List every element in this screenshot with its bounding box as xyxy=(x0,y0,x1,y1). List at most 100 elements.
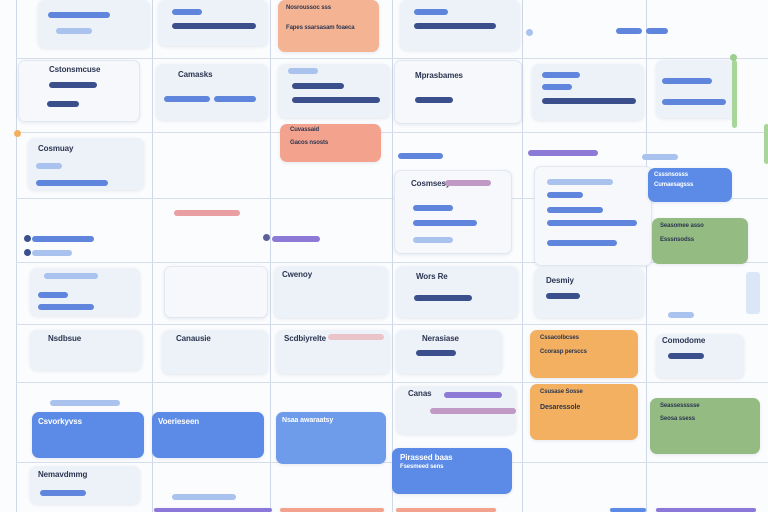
task-card[interactable] xyxy=(38,0,150,48)
task-card[interactable]: Canausie xyxy=(162,330,268,374)
task-card-salmon[interactable]: Cuvassaid Gacos nsosts xyxy=(280,124,381,162)
card-title: Seasomee asso xyxy=(660,223,704,229)
card-subtitle: Ccorasp persccs xyxy=(540,349,587,355)
card-title: Mprasbames xyxy=(415,71,463,80)
timeline-bar xyxy=(172,494,236,500)
grid-line xyxy=(16,58,768,59)
card-title: Nemavdmmg xyxy=(38,470,88,479)
task-card-blue[interactable]: Pirassed baas Fsesmeed sens xyxy=(392,448,512,494)
task-card[interactable] xyxy=(164,266,268,318)
task-card[interactable]: Scdbiyrelte xyxy=(276,330,390,374)
card-title: Seassessssse xyxy=(660,403,700,409)
task-card-green[interactable]: Seasomee asso Esssnsodss xyxy=(652,218,748,264)
task-card-salmon[interactable] xyxy=(280,508,384,512)
card-subtitle: Cumaesagsss xyxy=(654,182,694,188)
task-card-purple[interactable] xyxy=(154,508,272,512)
card-title: Pirassed baas xyxy=(400,453,453,462)
card-title: Nosroussoc sss xyxy=(286,5,331,11)
grid-line xyxy=(16,132,768,133)
task-card[interactable] xyxy=(656,60,736,118)
card-title: Comodome xyxy=(662,336,706,345)
grid-line xyxy=(16,262,768,263)
card-title: Cssacolbcses xyxy=(540,335,579,341)
grid-line xyxy=(16,198,768,199)
task-card-salmon[interactable] xyxy=(396,508,496,512)
progress-rail xyxy=(732,60,737,128)
card-subtitle: Fsesmeed sens xyxy=(400,464,444,470)
card-title: Cosmsesy xyxy=(411,179,451,188)
task-card-salmon[interactable]: Nosroussoc sss Fapes ssarsasam foaeca xyxy=(278,0,379,52)
card-title: Csssnsosss xyxy=(654,172,689,178)
task-card[interactable]: Nemavdmmg xyxy=(30,466,140,504)
timeline-bar xyxy=(616,28,642,34)
task-card[interactable]: Cstonsmcuse xyxy=(18,60,140,122)
task-card[interactable] xyxy=(278,64,390,118)
task-card-orange[interactable]: Cssacolbcses Ccorasp persccs xyxy=(530,330,638,378)
task-card[interactable] xyxy=(158,0,268,46)
timeline-bar xyxy=(646,28,668,34)
task-card[interactable]: Cosmsesy xyxy=(394,170,512,254)
task-card[interactable] xyxy=(534,166,652,266)
status-dot xyxy=(730,54,737,61)
task-card-green[interactable]: Seassessssse Seosa ssess xyxy=(650,398,760,454)
timeline-bar xyxy=(528,150,598,156)
timeline-bar xyxy=(32,250,72,256)
status-dot xyxy=(24,235,31,242)
grid-line xyxy=(270,0,271,512)
timeline-bar xyxy=(272,236,320,242)
timeline-bar xyxy=(398,153,443,159)
card-title: Desmiy xyxy=(546,276,574,285)
timeline-bar xyxy=(32,236,94,242)
task-card[interactable]: Wors Re xyxy=(396,266,518,318)
card-title: Cuvassaid xyxy=(290,127,320,133)
task-card-orange[interactable]: Csusase Sosse Desaressole xyxy=(530,384,638,440)
task-card[interactable]: Comodome xyxy=(656,334,744,378)
task-card-blue[interactable] xyxy=(610,508,646,512)
card-title: Cstonsmcuse xyxy=(49,65,101,74)
card-title: Cosmuay xyxy=(38,144,74,153)
task-card[interactable]: Cosmuay xyxy=(28,138,144,190)
task-card[interactable]: Nsdbsue xyxy=(30,330,142,370)
card-title: Scdbiyrelte xyxy=(284,334,327,343)
grid-line xyxy=(16,324,768,325)
grid-line xyxy=(392,0,393,512)
card-title: Canas xyxy=(408,389,432,398)
task-card[interactable]: Camasks xyxy=(156,64,268,120)
task-card[interactable] xyxy=(532,64,644,120)
task-card[interactable]: Cwenoy xyxy=(274,266,388,318)
card-title: Csusase Sosse xyxy=(540,389,583,395)
card-title: Nsdbsue xyxy=(48,334,82,343)
grid-line xyxy=(152,0,153,512)
timeline-bar xyxy=(642,154,678,160)
card-subtitle: Gacos nsosts xyxy=(290,140,329,146)
task-card[interactable] xyxy=(30,268,140,316)
task-card[interactable]: Nerasiase xyxy=(396,330,502,374)
task-card-blue[interactable]: Csssnsosss Cumaesagsss xyxy=(648,168,732,202)
task-card[interactable] xyxy=(400,0,520,50)
task-card-blue[interactable]: Voerieseen xyxy=(152,412,264,458)
card-title: Nsaa awaraatsy xyxy=(282,417,334,424)
timeline-bar xyxy=(668,312,694,318)
card-subtitle: Esssnsodss xyxy=(660,237,695,243)
status-dot xyxy=(526,29,533,36)
progress-rail xyxy=(764,124,768,164)
grid-line xyxy=(522,0,523,512)
card-subtitle: Seosa ssess xyxy=(660,416,695,422)
timeline-bar xyxy=(174,210,240,216)
task-card[interactable]: Canas xyxy=(396,386,516,434)
card-subtitle: Fapes ssarsasam foaeca xyxy=(286,25,355,31)
grid-line xyxy=(16,0,17,512)
task-card[interactable]: Mprasbames xyxy=(394,60,522,124)
task-card-blue[interactable]: Nsaa awaraatsy xyxy=(276,412,386,464)
task-card-purple[interactable] xyxy=(656,508,756,512)
task-card-blue[interactable]: Csvorkyvss xyxy=(32,412,144,458)
card-title: Nerasiase xyxy=(422,334,459,343)
grid-line xyxy=(16,382,768,383)
card-title: Canausie xyxy=(176,334,211,343)
timeline-bar xyxy=(50,400,120,406)
scroll-rail[interactable] xyxy=(746,272,760,314)
card-title: Wors Re xyxy=(416,272,448,281)
task-card[interactable]: Desmiy xyxy=(534,268,644,318)
status-dot xyxy=(14,130,21,137)
